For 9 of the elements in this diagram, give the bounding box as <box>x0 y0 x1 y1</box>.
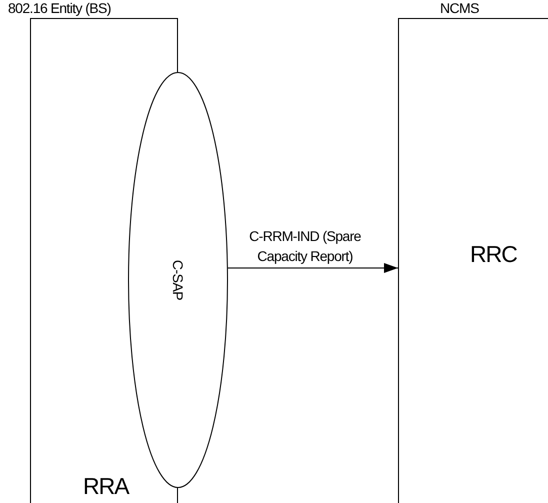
function-label: RRA <box>83 473 129 500</box>
arrow <box>227 263 398 273</box>
entity-heading: NCMS <box>440 0 479 16</box>
ellipse-label: C-SAP <box>170 260 186 300</box>
service-access-point-ellipse <box>128 72 228 488</box>
entity-frame <box>398 18 548 503</box>
edge-label: C-RRM-IND (Spare Capacity Report) <box>248 227 362 266</box>
entity-heading: 802.16 Entity (BS) <box>8 0 111 16</box>
function-label: RRC <box>470 241 517 268</box>
